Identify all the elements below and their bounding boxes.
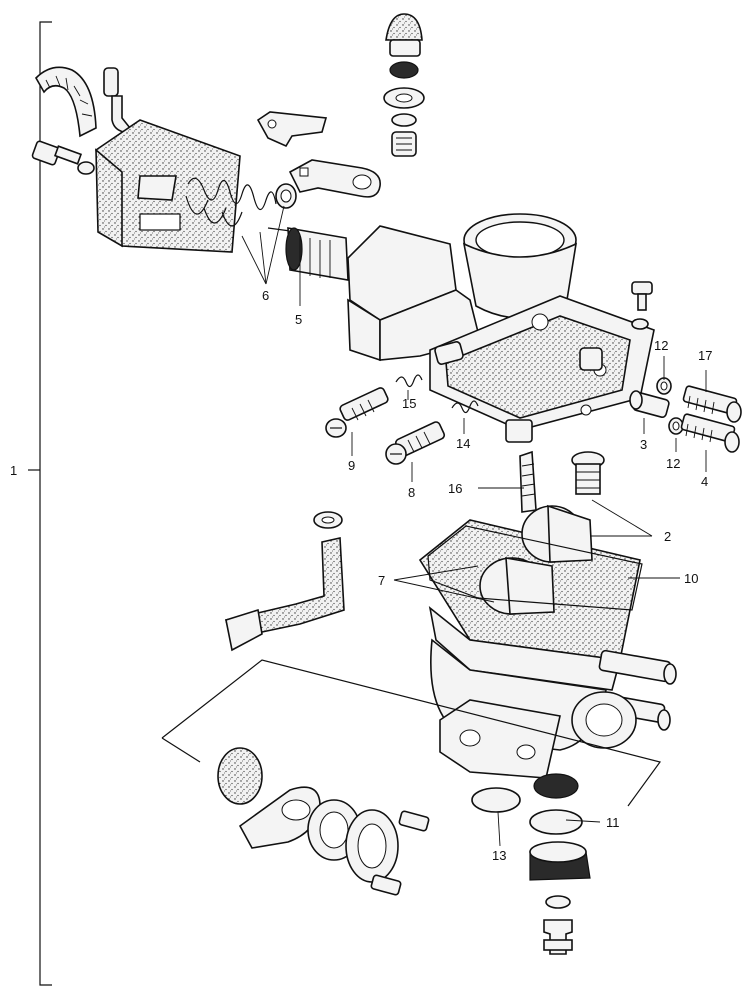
spring-15	[395, 374, 423, 388]
leader-lines	[241, 205, 707, 847]
vent-hose	[35, 66, 97, 138]
choke-group-outline	[161, 659, 662, 807]
needle-jet-16	[519, 450, 537, 513]
carburetor-upper-body	[347, 213, 655, 443]
float-bowl	[418, 519, 677, 779]
label-4: 4	[701, 474, 708, 489]
assembly-bracket	[28, 21, 52, 986]
label-7: 7	[378, 573, 385, 588]
throttle-spring	[185, 177, 277, 227]
label-6: 6	[262, 288, 269, 303]
label-8: 8	[408, 485, 415, 500]
label-16: 16	[448, 481, 462, 496]
label-3: 3	[640, 437, 647, 452]
label-5: 5	[295, 312, 302, 327]
label-2: 2	[664, 529, 671, 544]
drain-assembly	[471, 773, 591, 955]
screw-4	[680, 413, 740, 453]
label-1: 1	[10, 463, 17, 478]
label-12a: 12	[654, 338, 668, 353]
label-12b: 12	[666, 456, 680, 471]
top-screw	[631, 281, 653, 330]
label-17: 17	[698, 348, 712, 363]
part-labels: 1 2 3 4 5 6 7 8 9 10 11 12 12 13 14 15 1…	[10, 288, 712, 863]
air-filter-housing	[95, 119, 241, 253]
spring-14	[451, 400, 479, 414]
throttle-valve	[285, 227, 349, 281]
throttle-stop-screw-8	[385, 421, 446, 465]
label-13: 13	[492, 848, 506, 863]
label-11: 11	[606, 815, 620, 830]
choke-plate-parts	[217, 747, 430, 896]
label-15: 15	[402, 396, 416, 411]
label-14: 14	[456, 436, 470, 451]
label-9: 9	[348, 458, 355, 473]
idle-cap-stack	[383, 13, 425, 157]
throttle-linkage-lower	[288, 159, 381, 198]
choke-lever	[225, 511, 345, 652]
fitting-3	[629, 390, 670, 418]
float-valve-2	[571, 451, 605, 495]
label-10: 10	[684, 571, 698, 586]
gasket-10	[427, 525, 643, 611]
screw-17	[682, 385, 742, 423]
air-screw-9	[325, 387, 389, 438]
throttle-linkage-upper	[256, 111, 328, 148]
filter-bolt	[31, 140, 95, 175]
breather-pipe	[103, 67, 132, 133]
spring-clip	[267, 183, 299, 233]
